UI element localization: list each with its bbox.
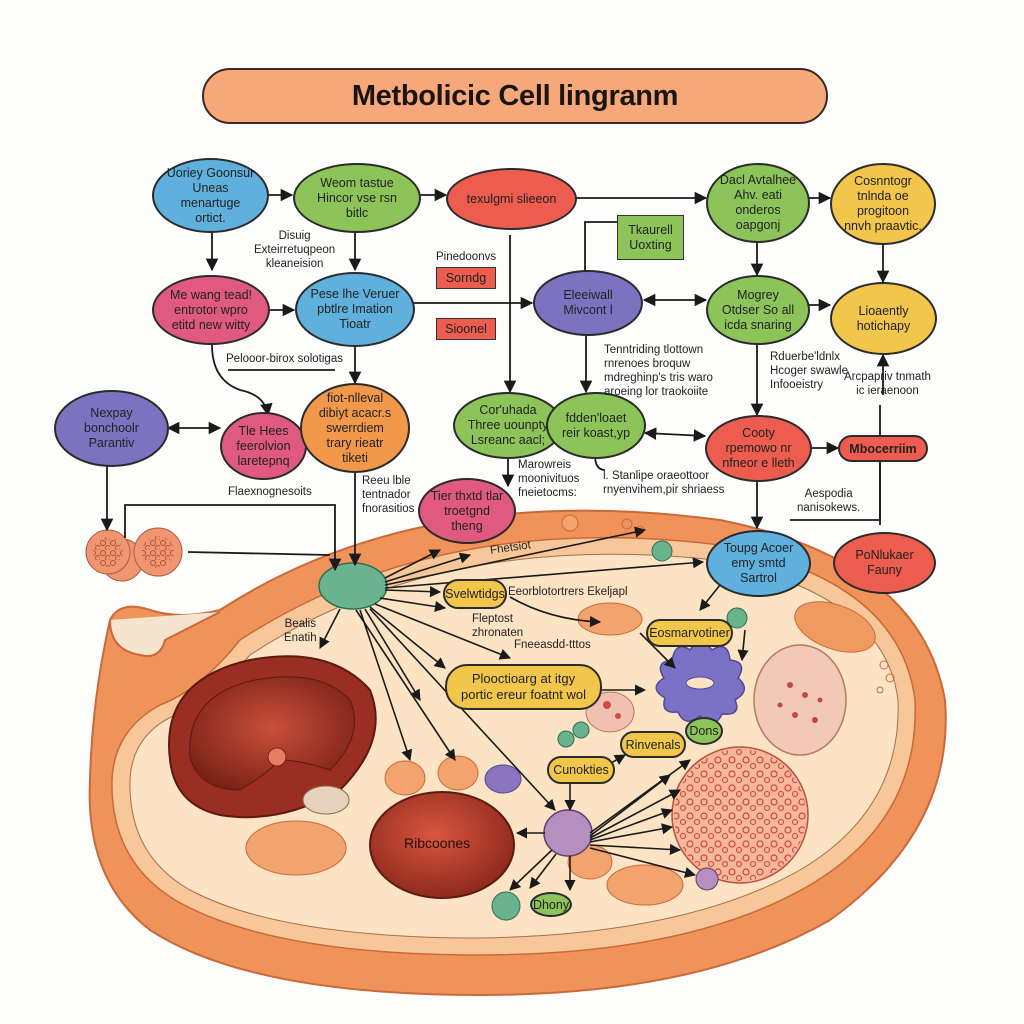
label-5: Arcpapriv tnmath ic ieraenoon [844, 371, 931, 397]
label-13: Eeorblotortrers Ekeljapl [508, 586, 628, 598]
diagram-title: Metbolicic Cell lingranm [202, 68, 828, 124]
label-3: Tenntriding tlottown rnrenoes broquw mdr… [604, 344, 713, 398]
orange-vesicles [245, 601, 876, 906]
vesicle-right [753, 644, 847, 756]
pathway-arrows [319, 526, 749, 892]
node-17[interactable]: Mbocerriim [838, 435, 928, 462]
node-4[interactable]: Dacl Avtalhee Ahv. eati onderos oapgonj [706, 163, 810, 243]
node-5[interactable]: Cosnntogr tnlnda oe progitoon nnvh praav… [830, 163, 936, 245]
extracellular-discs [85, 527, 183, 582]
node-9[interactable]: Mogrey Otdser So all icda snaring [706, 275, 810, 345]
cell-label-5[interactable]: Dons [685, 717, 723, 745]
label-11: Aespodia nanisokews. [797, 488, 861, 514]
box-1[interactable]: Tkaurell Uoxting [617, 215, 684, 260]
label-8: Reeu lble tentnador fnorasitios [362, 475, 415, 515]
label-9: Marowreis moonivituos fneietocms: [518, 459, 580, 499]
node-3[interactable]: texulgmi slieeon [446, 168, 577, 230]
node-12[interactable]: Tle Hees feerolvion laretepnq [220, 412, 307, 480]
large-organelle [168, 655, 377, 819]
cell-label-2[interactable]: Plooctioarg at itgy portic ereur foatnt … [445, 664, 602, 710]
node-15[interactable]: fdden'loaet reir koast,yp [546, 392, 646, 459]
node-1[interactable]: Uoriey Goonsur Uneas menartuge ortict. [152, 158, 269, 233]
label-14: Fleptost zhronaten [472, 613, 524, 639]
node-7[interactable]: Pese lhe Veruer pbtlre Imation Tioatr [295, 272, 415, 347]
node-13[interactable]: fiot-nlleval dibiyt acacr.s swerrdiem tr… [300, 383, 410, 473]
label-16: Bealis Enatih [284, 618, 317, 644]
label-1: Disuig Exteirretuqpeon kleaneision [254, 230, 336, 270]
cell-label-4[interactable]: Rinvenals [620, 731, 686, 758]
node-8[interactable]: Eleeiwall Mivcont l [533, 270, 643, 336]
cell-label-1[interactable]: Svelwtidgs [443, 579, 507, 609]
node-16[interactable]: Cooty rpemowo nr nfneor e lleth [705, 415, 812, 482]
node-2[interactable]: Weom tastue Hincor vse rsn bitlc [293, 163, 421, 233]
label-6: Pelooor-birox solotigas [226, 353, 343, 365]
label-7: Flaexnognesoits [228, 486, 312, 498]
cell-label-3[interactable]: Eosmarvotiner [646, 619, 733, 647]
box-2[interactable]: Sorndg [436, 267, 496, 289]
node-11[interactable]: Nexpay bonchoolr Parantiv [54, 390, 169, 467]
label-4: Rduerbe'ldnlx Hcoger swawle Infooeistry [770, 351, 848, 391]
node-20[interactable]: PoNlukaer Fauny [833, 532, 936, 594]
node-6[interactable]: Me wang tead! entrotor wpro etitd new wi… [152, 275, 270, 345]
box-3[interactable]: Sioonel [436, 318, 496, 340]
node-18[interactable]: Tier thxtd tlar troetgnd theng [418, 478, 516, 544]
node-10[interactable]: Lioaently hotichapy [830, 282, 937, 355]
granular-organelle [671, 746, 809, 884]
title-text: Metbolicic Cell lingranm [351, 79, 679, 112]
cell-label-8[interactable]: Dhony [530, 892, 572, 917]
cell-label-7: Ribcoones [404, 835, 471, 851]
label-15: Fneeasdd-tttos [514, 639, 591, 651]
node-19[interactable]: Toupg Acoer emy smtd Sartrol [706, 530, 811, 597]
label-10: l. Stanlipe oraeottoor rnyenvihem,pir sh… [603, 470, 725, 496]
nucleus [369, 791, 515, 899]
cell-label-6[interactable]: Cunokties [547, 756, 615, 784]
label-2: Pinedoonvs [436, 251, 497, 263]
